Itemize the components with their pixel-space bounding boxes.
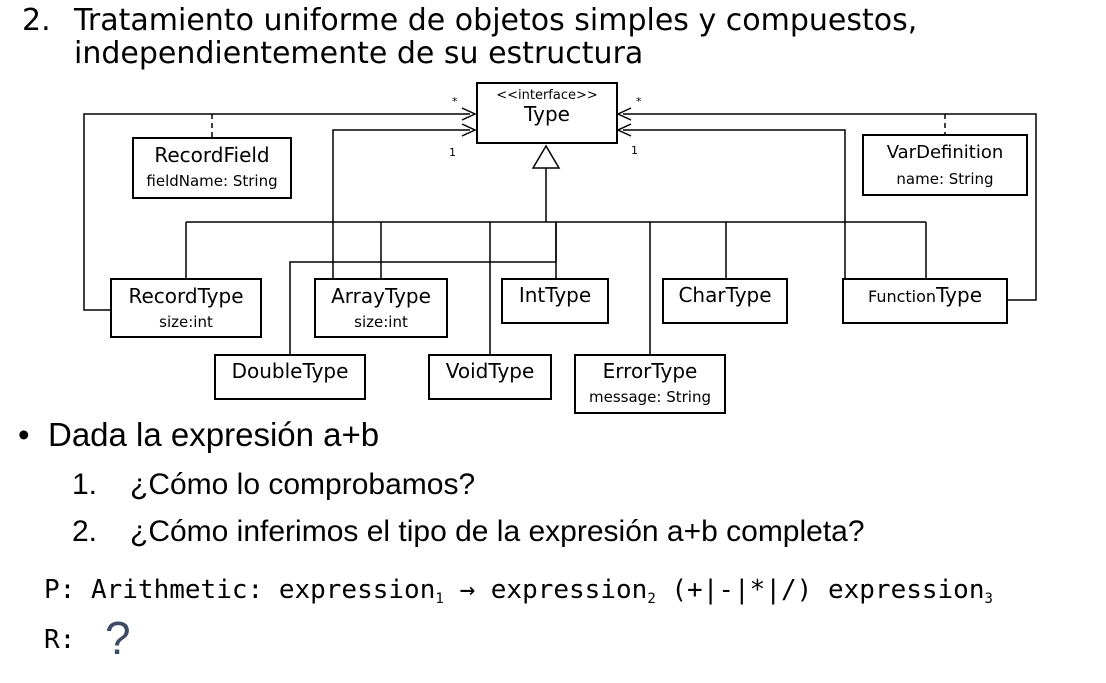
arrowhead <box>616 107 632 121</box>
assoc-functiontype-type <box>623 113 1037 301</box>
gen-line-doubletype <box>289 222 557 354</box>
class-attribute: name: String <box>896 170 994 188</box>
class-name-suffix: Type <box>936 283 982 307</box>
class-name: DoubleType <box>231 359 349 383</box>
class-recordfield: RecordField fieldName: String <box>132 137 292 199</box>
bullet-text: Dada la expresión a+b <box>48 416 380 453</box>
arrowhead <box>461 107 477 121</box>
class-errortype: ErrorType message: String <box>574 354 726 414</box>
production-arrow: → <box>459 575 476 605</box>
generalization-triangle <box>531 144 561 169</box>
class-vardefinition: VarDefinition name: String <box>862 134 1028 196</box>
class-name: ErrorType <box>602 359 698 383</box>
question-text: ¿Cómo inferimos el tipo de la expresión … <box>130 515 865 548</box>
question-number: 2. <box>72 515 98 548</box>
production-rule-name: Arithmetic: <box>90 575 264 605</box>
assoc-recordtype-type <box>83 113 470 311</box>
production-line: P: Arithmetic: expression1 → expression2… <box>44 574 993 615</box>
production-subscript-1: 1 <box>435 591 444 607</box>
class-name: ArrayType <box>331 284 431 308</box>
question-mark-icon: ? <box>104 612 131 664</box>
question-number: 1. <box>72 468 98 501</box>
rule-label: R: <box>44 625 76 655</box>
production-subscript-3: 3 <box>984 591 993 607</box>
production-expression-2: expression <box>490 575 648 605</box>
production-label: P: <box>44 575 76 605</box>
heading-line-2: independientemente de su estructura <box>74 36 644 71</box>
class-name: RecordField <box>154 143 270 167</box>
production-operators: (+|-|*|/) <box>671 575 813 605</box>
bullet-point: • Dada la expresión a+b <box>18 415 379 455</box>
class-attribute: size:int <box>354 313 408 331</box>
class-recordtype: RecordType size:int <box>110 278 262 338</box>
class-attribute: message: String <box>589 388 711 406</box>
class-name: VoidType <box>445 359 535 383</box>
multiplicity-left-many: * <box>452 95 458 108</box>
class-chartype: CharType <box>662 278 788 324</box>
class-name-prefix: Function <box>868 287 937 306</box>
interface-stereotype: <<interface>> <box>496 88 598 103</box>
assoc-arraytype-type <box>332 129 470 278</box>
class-arraytype: ArrayType size:int <box>314 278 448 338</box>
class-name: CharType <box>678 283 772 307</box>
heading-number: 2. <box>22 3 51 38</box>
rule-line: R: ? <box>44 615 131 661</box>
production-expression-3: expression <box>827 575 985 605</box>
bullet-symbol: • <box>18 416 30 453</box>
class-attribute: fieldName: String <box>146 172 278 190</box>
arrowhead <box>461 123 477 137</box>
multiplicity-right-many: * <box>636 95 642 108</box>
class-inttype: IntType <box>501 278 609 324</box>
production-subscript-2: 2 <box>647 591 656 607</box>
interface-type-box: <<interface>> Type <box>476 82 618 144</box>
class-functiontype: FunctionType <box>842 278 1008 324</box>
production-expression-1: expression <box>278 575 436 605</box>
class-name: RecordType <box>128 284 244 308</box>
class-name: IntType <box>518 283 592 307</box>
question-text: ¿Cómo lo comprobamos? <box>130 468 476 501</box>
class-name: VarDefinition <box>886 142 1004 163</box>
class-doubletype: DoubleType <box>214 354 366 400</box>
class-name: FunctionType <box>844 283 1006 309</box>
class-attribute: size:int <box>159 313 213 331</box>
multiplicity-right-one: 1 <box>631 144 638 157</box>
uml-connectors <box>83 107 1037 354</box>
assoc-functiontype-param-type <box>623 129 846 278</box>
arrowhead <box>616 123 632 137</box>
interface-name: Type <box>524 102 570 126</box>
heading-line-1: Tratamiento uniforme de objetos simples … <box>74 3 918 38</box>
class-voidtype: VoidType <box>428 354 552 400</box>
multiplicity-left-one: 1 <box>449 146 456 159</box>
